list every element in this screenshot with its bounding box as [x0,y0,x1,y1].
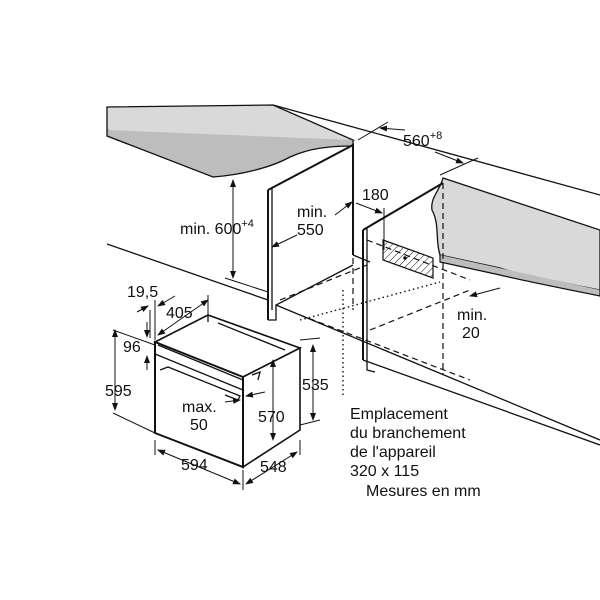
left-countertop [106,104,356,178]
label-top-depth: 405 [166,305,193,322]
label-oven-depth: 548 [260,459,287,476]
label-panel-height: 96 [123,339,141,356]
connection-area-hatch [382,239,434,279]
label-body-height: 570 [258,409,285,426]
connection-note: Emplacement du branchement de l'appareil… [350,406,481,500]
label-side-min: min. [457,307,487,324]
label-depth-value: 550 [297,222,324,239]
label-depth-min: min. [297,204,327,221]
label-oven-width: 594 [181,457,208,474]
label-oven-height: 595 [105,383,132,400]
label-height-min: min. 600+4 [180,218,254,238]
dimension-lines [112,121,501,490]
label-door-max: max. [182,399,217,416]
label-door-value: 50 [190,417,208,434]
label-side-value: 20 [462,325,480,342]
right-countertop [431,177,600,297]
structure-lines [106,104,600,446]
note-line: du branchement [350,425,466,442]
label-front-offset: 19,5 [127,284,158,301]
note-line: Emplacement [350,406,448,423]
oven [153,314,303,469]
label-niche-width: 560+8 [403,130,442,150]
note-line: 320 x 115 [350,463,419,480]
label-rear-gap: 180 [362,187,389,204]
units-note: Mesures en mm [366,483,481,500]
note-line: de l'appareil [350,444,436,461]
label-back-height: 535 [302,377,329,394]
